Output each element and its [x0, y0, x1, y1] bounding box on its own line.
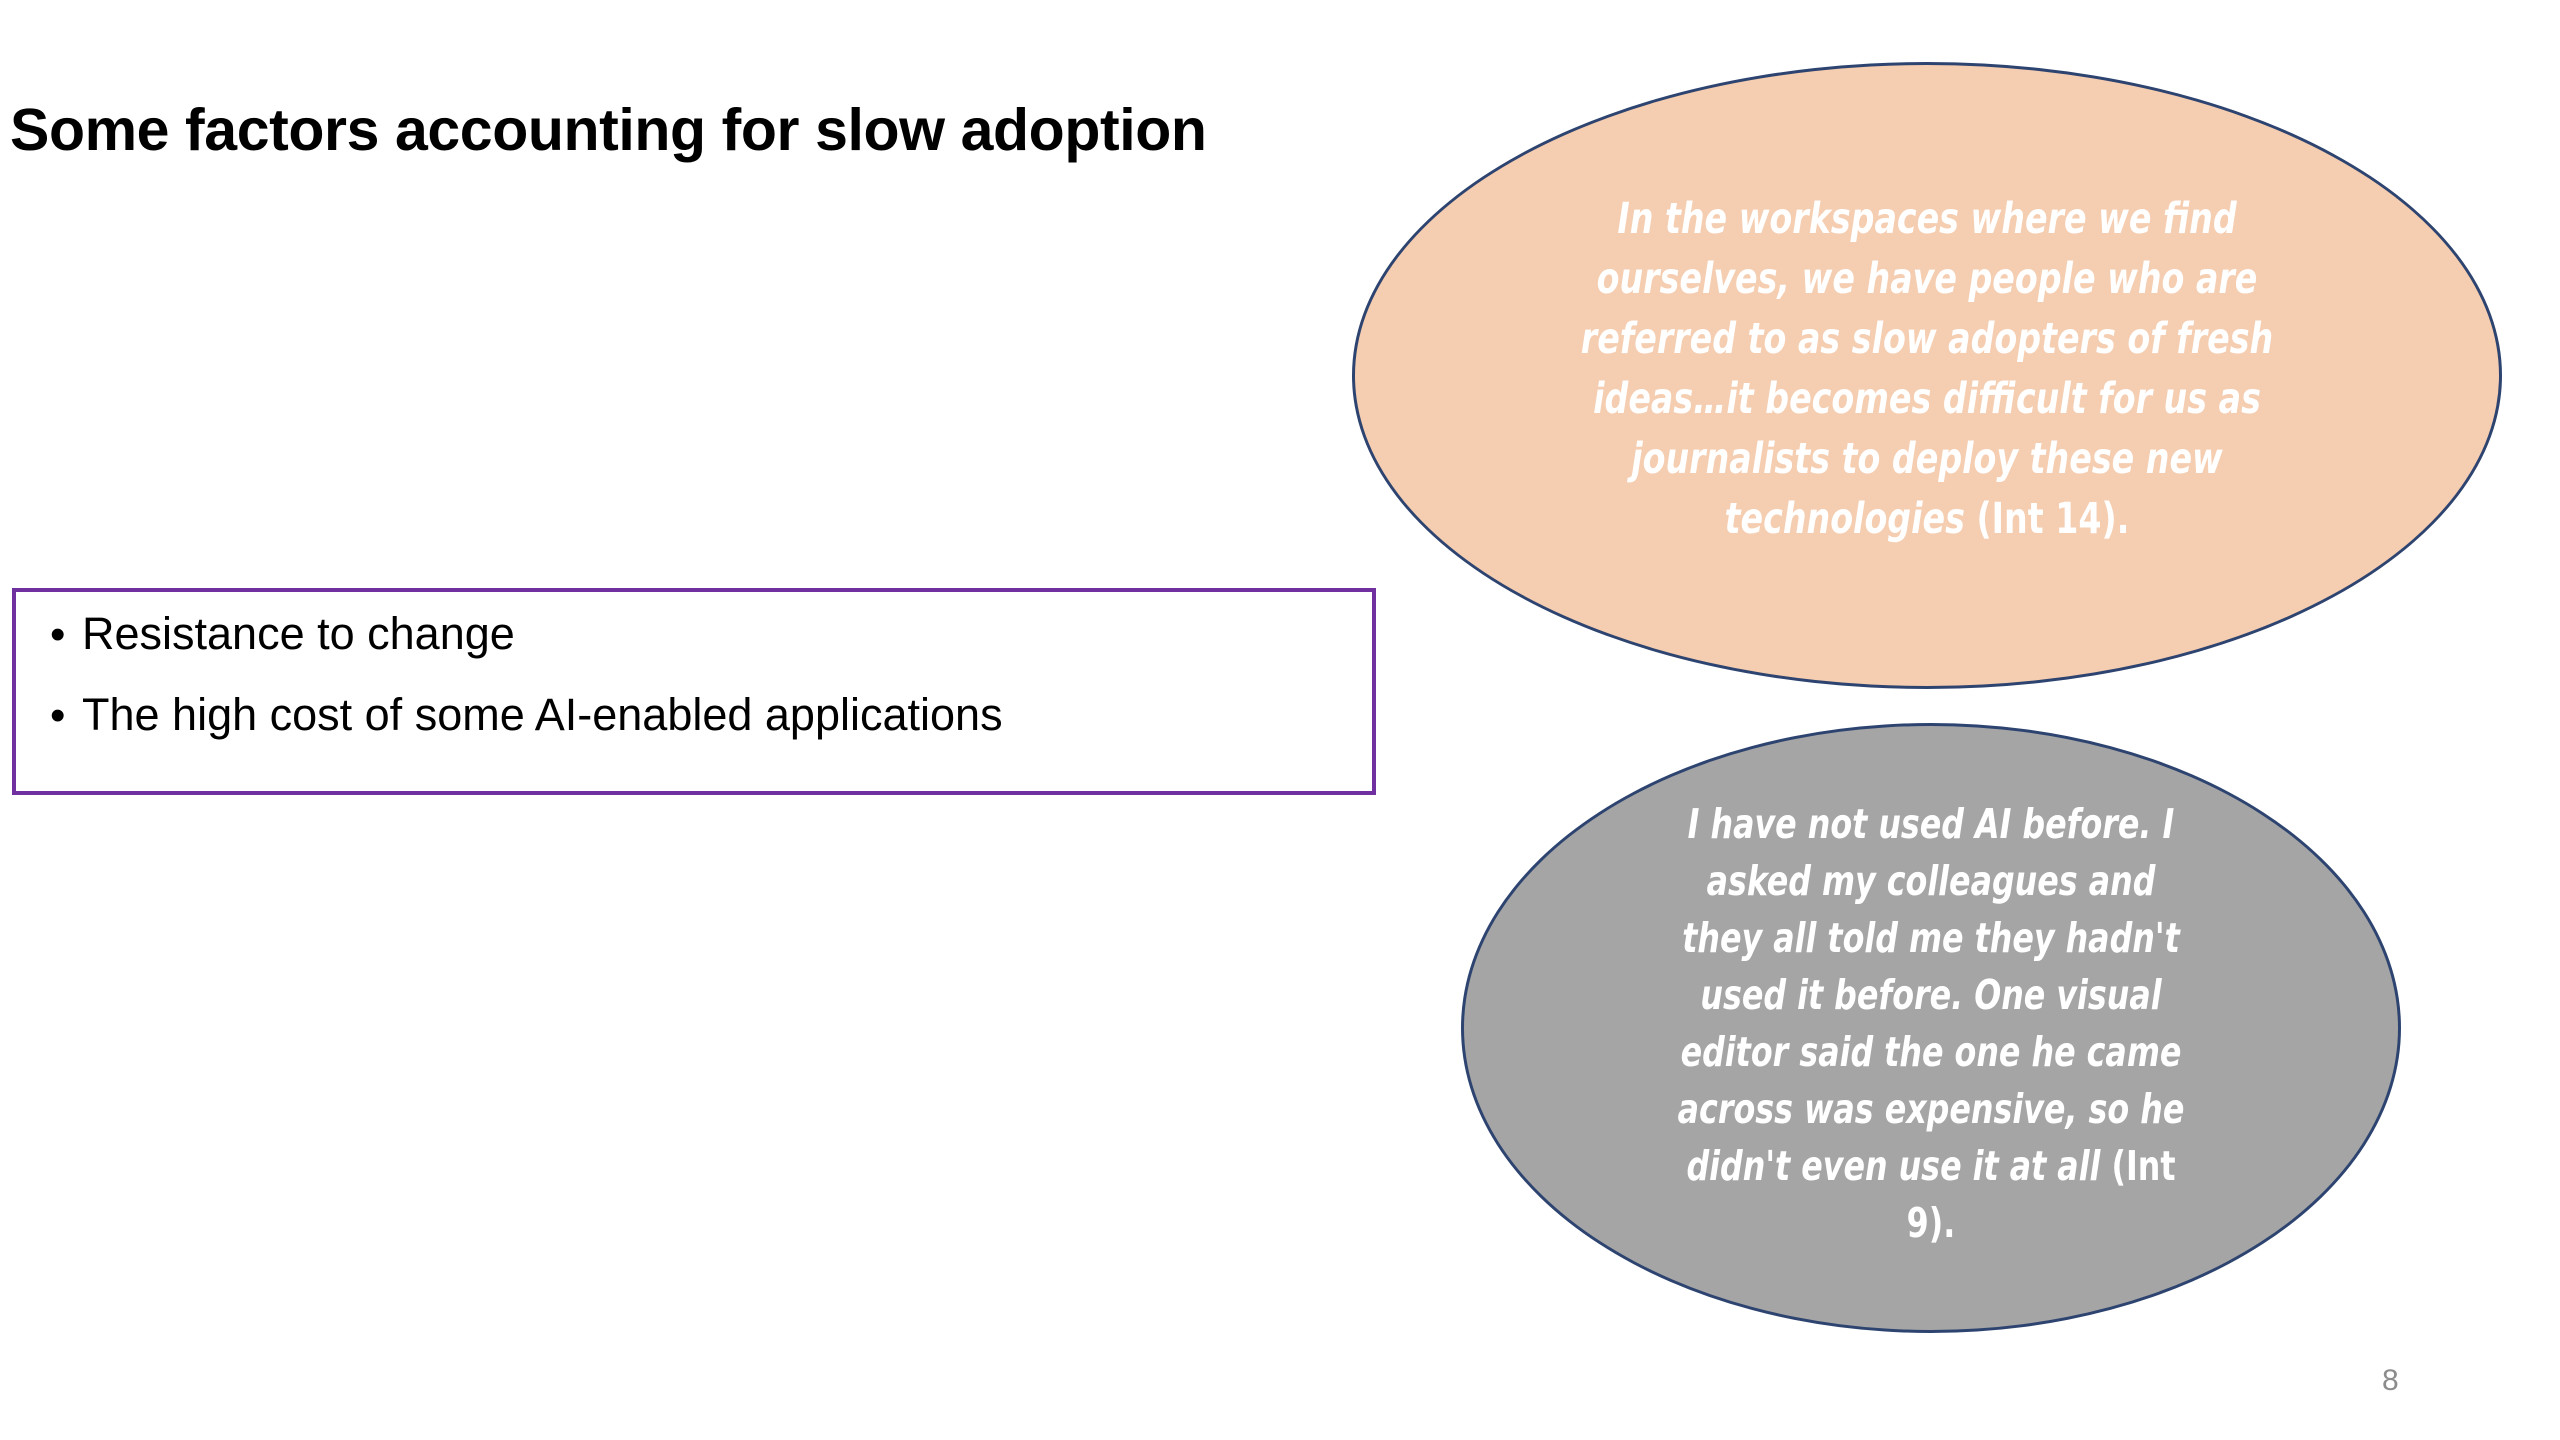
bullet-point-icon: •	[50, 610, 66, 659]
page-number: 8	[2382, 1364, 2399, 1397]
quote-ellipse-orange: In the workspaces where we find ourselve…	[1352, 62, 2502, 689]
quote-text-orange: In the workspaces where we find ourselve…	[1540, 189, 2314, 549]
list-item: • The high cost of some AI-enabled appli…	[16, 687, 1372, 744]
factors-bullet-box: • Resistance to change • The high cost o…	[12, 588, 1376, 795]
list-item: • Resistance to change	[16, 606, 1372, 663]
quote-ellipse-gray: I have not used AI before. I asked my co…	[1461, 723, 2401, 1333]
quote-source: (Int 14).	[1976, 493, 2130, 544]
quote-source: (Int 9).	[1906, 1142, 2176, 1247]
list-item-label: The high cost of some AI-enabled applica…	[82, 689, 1003, 740]
list-item-label: Resistance to change	[82, 608, 515, 659]
quote-text-gray: I have not used AI before. I asked my co…	[1669, 796, 2194, 1252]
quote-body: In the workspaces where we find ourselve…	[1580, 193, 2274, 544]
quote-body: I have not used AI before. I asked my co…	[1677, 800, 2185, 1190]
bullet-point-icon: •	[50, 691, 66, 740]
page-title: Some factors accounting for slow adoptio…	[10, 97, 1207, 163]
